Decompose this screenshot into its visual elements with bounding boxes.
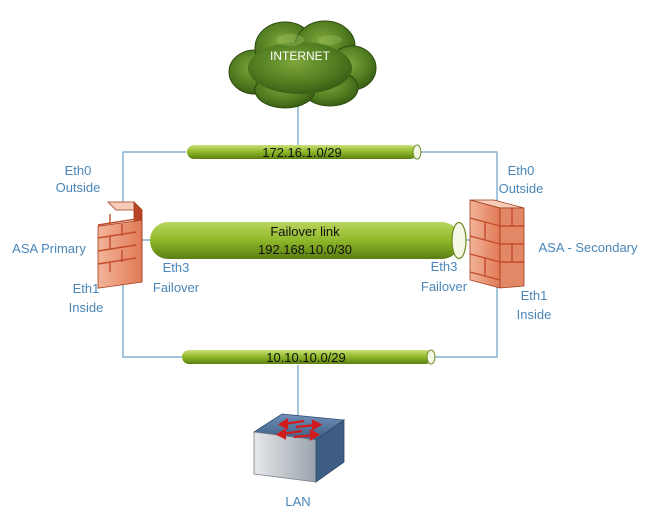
secondary-eth0-label: Eth0	[508, 163, 535, 178]
lan-switch-icon	[252, 413, 346, 483]
secondary-eth3-label: Eth3	[431, 259, 458, 274]
secondary-outside-label: Outside	[499, 181, 544, 196]
connection-lines	[122, 92, 498, 428]
primary-eth0-label: Eth0	[65, 163, 92, 178]
primary-failover-label: Failover	[153, 280, 200, 295]
secondary-failover-label: Failover	[421, 279, 468, 294]
inside-segment-pipe	[182, 349, 436, 365]
primary-firewall-icon	[97, 201, 143, 289]
secondary-device-name: ASA - Secondary	[539, 240, 638, 255]
secondary-firewall-icon	[469, 199, 525, 289]
primary-inside-label: Inside	[69, 300, 104, 315]
outside-subnet-label: 172.16.1.0/29	[262, 145, 342, 160]
primary-outside-label: Outside	[56, 180, 101, 195]
primary-device-name: ASA Primary	[12, 241, 86, 256]
outside-segment-pipe	[187, 144, 422, 160]
primary-eth1-label: Eth1	[73, 281, 100, 296]
primary-inside-link	[122, 262, 182, 358]
primary-outside-link	[122, 151, 186, 205]
inside-subnet-label: 10.10.10.0/29	[266, 350, 346, 365]
primary-eth3-label: Eth3	[163, 260, 190, 275]
failover-title-label: Failover link	[270, 224, 340, 239]
failover-link-pipe	[150, 221, 467, 260]
secondary-outside-link	[420, 151, 498, 205]
secondary-inside-link	[435, 275, 498, 358]
secondary-inside-label: Inside	[517, 307, 552, 322]
secondary-eth1-label: Eth1	[521, 288, 548, 303]
internet-cloud-icon	[228, 20, 377, 109]
internet-label: INTERNET	[270, 49, 331, 63]
failover-subnet-label: 192.168.10.0/30	[258, 242, 352, 257]
lan-label: LAN	[285, 494, 310, 509]
